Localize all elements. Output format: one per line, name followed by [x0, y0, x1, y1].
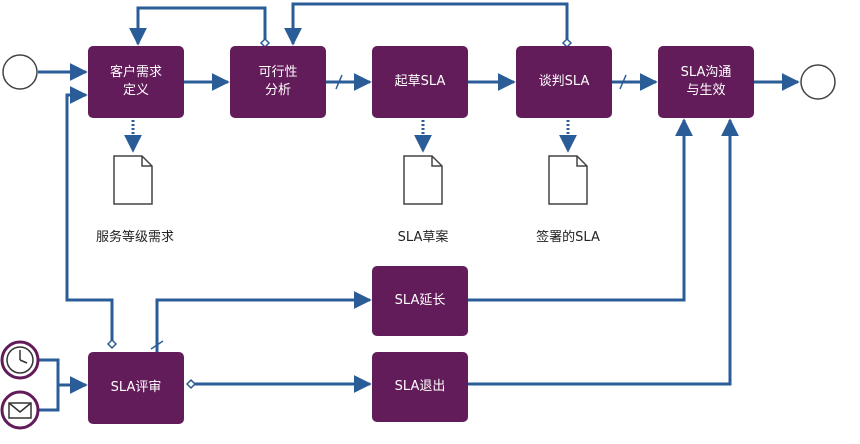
start-event-circle: [2, 54, 38, 90]
document-icon: [548, 155, 588, 205]
doc-label-service-level-requirements: 服务等级需求: [95, 230, 175, 245]
document-icon: [113, 155, 153, 205]
task-label: SLA评审: [110, 380, 162, 395]
flow-feasibility-back-to-requirements: [129, 6, 267, 46]
task-communicate-sla[interactable]: SLA沟通 与生效: [658, 46, 754, 118]
flow-negotiate-back-to-feasibility: [284, 2, 569, 46]
task-sla-extend[interactable]: SLA延长: [372, 266, 468, 336]
flow-message-to-review: [38, 385, 60, 412]
default-flow-slash: [619, 74, 627, 90]
envelope-icon: [0, 390, 40, 430]
default-flow-markers: [150, 74, 627, 350]
flow-exit-to-communicate: [468, 118, 739, 386]
default-flow-slash: [150, 340, 164, 350]
task-negotiate-sla[interactable]: 谈判SLA: [516, 46, 612, 118]
end-event-circle: [800, 64, 836, 100]
data-associations: [124, 120, 577, 153]
condition-diamond: [185, 378, 197, 390]
doc-label-sla-draft: SLA草案: [397, 230, 449, 245]
clock-icon: [0, 340, 40, 380]
task-label: SLA沟通 与生效: [680, 65, 732, 98]
task-sla-review[interactable]: SLA评审: [88, 352, 184, 424]
task-sla-exit[interactable]: SLA退出: [372, 352, 468, 422]
task-label: 客户需求 定义: [109, 65, 162, 98]
flow-review-to-extend: [155, 291, 372, 352]
condition-diamond: [106, 338, 118, 350]
doc-label-signed-sla: 签署的SLA: [536, 230, 600, 245]
task-label: SLA退出: [394, 379, 446, 394]
task-customer-requirements[interactable]: 客户需求 定义: [88, 46, 184, 118]
task-label: SLA延长: [394, 293, 446, 308]
task-feasibility-analysis[interactable]: 可行性 分析: [230, 46, 326, 118]
flow-review-to-requirements: [65, 86, 114, 345]
flow-timer-to-review: [38, 358, 88, 394]
flow-extend-to-communicate: [468, 118, 693, 302]
task-label: 起草SLA: [394, 74, 446, 89]
task-label: 可行性 分析: [258, 65, 298, 98]
default-flow-slash: [335, 74, 343, 90]
task-label: 谈判SLA: [538, 74, 590, 89]
task-draft-sla[interactable]: 起草SLA: [372, 46, 468, 118]
document-icons: [113, 155, 588, 205]
sequence-flows: [38, 2, 800, 412]
document-icon: [403, 155, 443, 205]
